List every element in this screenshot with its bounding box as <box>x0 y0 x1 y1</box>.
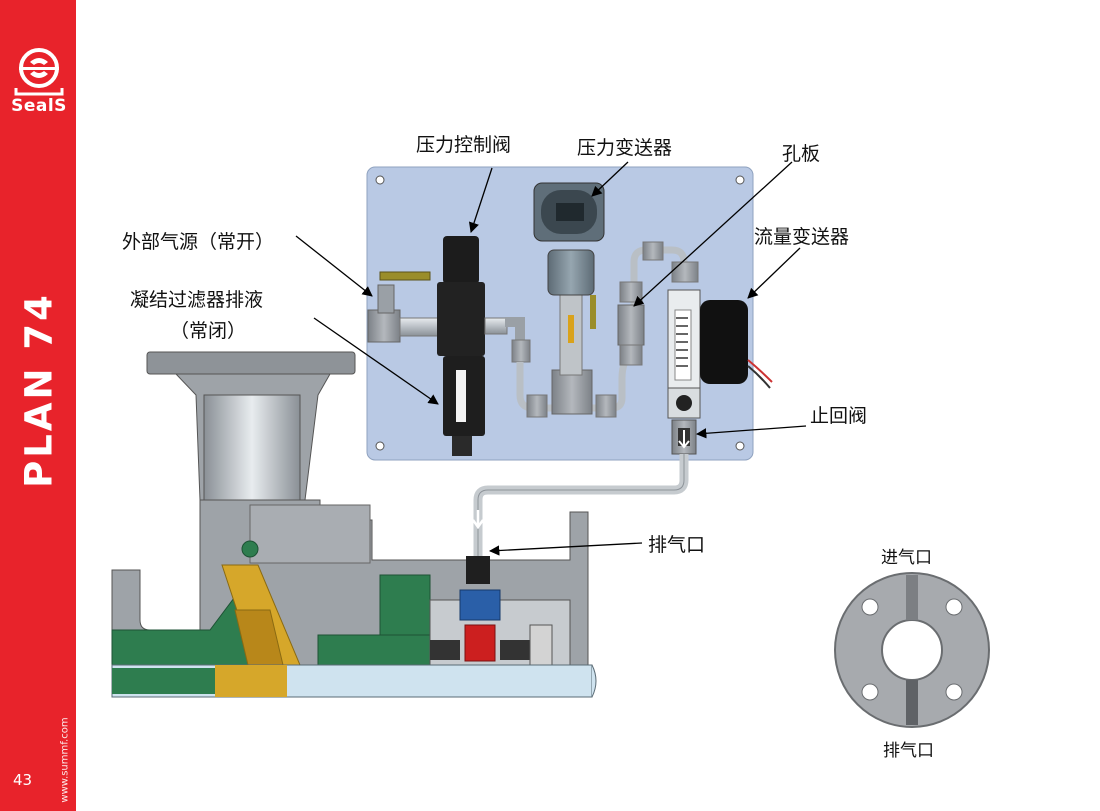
leader-vent <box>488 542 643 556</box>
leader-gas-source <box>295 235 373 297</box>
leader-condensate <box>313 317 439 405</box>
orifice-assembly <box>617 241 699 366</box>
label-pressure-control-valve: 压力控制阀 <box>416 134 512 156</box>
label-flange-inlet: 进气口 <box>881 548 932 568</box>
label-flange-vent: 排气口 <box>883 741 934 761</box>
check-valve <box>671 419 697 455</box>
label-pressure-transmitter: 压力变送器 <box>577 137 673 159</box>
leader-pressure-control <box>468 167 493 233</box>
flange-view <box>834 572 990 728</box>
pressure-control-valve <box>437 236 531 456</box>
flow-transmitter <box>667 289 773 419</box>
page-number: 43 <box>13 771 33 789</box>
leader-orifice <box>633 161 793 307</box>
label-condensate-drain: 凝结过滤器排液 <box>130 289 264 311</box>
leader-pressure-transmitter <box>591 161 629 197</box>
gas-inlet-valve <box>367 271 441 343</box>
seals-logo-icon <box>14 48 64 96</box>
label-flow-transmitter: 流量变送器 <box>754 226 850 248</box>
label-check-valve: 止回阀 <box>810 405 868 427</box>
leader-check-valve <box>695 425 807 439</box>
label-condensate-drain-state: （常闭） <box>170 320 247 342</box>
pump-cross-section <box>111 351 597 698</box>
label-vent-port: 排气口 <box>648 534 706 556</box>
logo-text: SealS <box>11 96 67 116</box>
brand-sidebar: SealS PLAN 74 43 www.summf.com <box>0 0 76 811</box>
leader-flow-transmitter <box>747 247 801 299</box>
label-orifice: 孔板 <box>782 143 821 165</box>
pressure-transmitter <box>533 182 605 415</box>
label-external-gas-source: 外部气源（常开） <box>122 231 275 253</box>
